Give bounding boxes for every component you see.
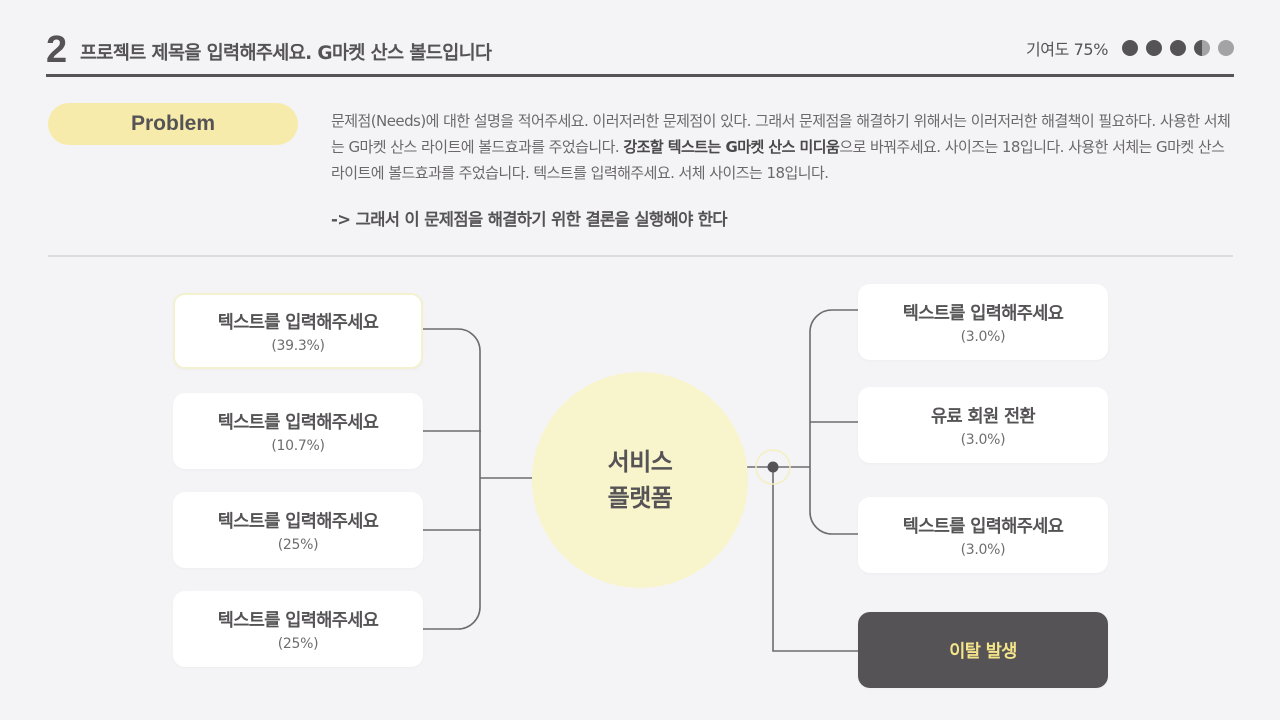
problem-text-emphasis: 강조할 텍스트는 G마켓 산스 미디움: [623, 138, 840, 156]
node-title: 유료 회원 전환: [931, 406, 1036, 427]
left-node-4: 텍스트를 입력해주세요 (25%): [173, 591, 423, 667]
center-service-platform: 서비스 플랫폼: [532, 372, 748, 588]
contribution-label: 기여도 75%: [1025, 40, 1108, 59]
churn-title: 이탈 발생: [949, 641, 1017, 662]
contribution-dot-empty-icon: [1218, 40, 1234, 56]
contribution-indicator: 기여도 75%: [1026, 36, 1234, 60]
center-title-line1: 서비스: [607, 448, 673, 476]
problem-description: 문제점(Needs)에 대한 설명을 적어주세요. 이러저러한 문제점이 있다.…: [331, 108, 1231, 186]
node-value: (25%): [277, 635, 319, 652]
center-title-line2: 플랫폼: [607, 484, 673, 512]
junction-dot-icon: [767, 461, 779, 473]
left-node-2: 텍스트를 입력해주세요 (10.7%): [173, 393, 423, 469]
node-value: (10.7%): [271, 437, 325, 454]
contribution-dot-filled-icon: [1170, 40, 1186, 56]
problem-text-after: 으로 바꿔주세요. 사이즈는 18입니다. 사용한 서체는 G마켓 산스 라이트…: [331, 138, 1225, 182]
slide-header: 2 프로젝트 제목을 입력해주세요. G마켓 산스 볼드입니다 기여도 75%: [46, 28, 1234, 78]
problem-label-pill: Problem: [48, 103, 298, 145]
right-node-1: 텍스트를 입력해주세요 (3.0%): [858, 284, 1108, 360]
problem-conclusion: -> 그래서 이 문제점을 해결하기 위한 결론을 실행해야 한다: [331, 210, 728, 229]
node-title: 텍스트를 입력해주세요: [217, 511, 379, 532]
contribution-dot-half-icon: [1194, 40, 1210, 56]
node-title: 텍스트를 입력해주세요: [902, 303, 1064, 324]
churn-node: 이탈 발생: [858, 612, 1108, 688]
node-title: 텍스트를 입력해주세요: [217, 412, 379, 433]
node-value: (25%): [277, 536, 319, 553]
node-title: 텍스트를 입력해주세요: [217, 312, 379, 333]
page-title: 프로젝트 제목을 입력해주세요. G마켓 산스 볼드입니다: [80, 43, 492, 64]
right-node-3: 텍스트를 입력해주세요 (3.0%): [858, 497, 1108, 573]
junction-halo-icon: [755, 449, 791, 485]
problem-text-before: 문제점(Needs)에 대한 설명을 적어주세요. 이러저러한 문제점이 있다.…: [331, 112, 1231, 156]
node-title: 텍스트를 입력해주세요: [902, 516, 1064, 537]
node-title: 텍스트를 입력해주세요: [217, 610, 379, 631]
contribution-dot-filled-icon: [1122, 40, 1138, 56]
header-divider: [46, 74, 1234, 77]
node-value: (3.0%): [960, 541, 1006, 558]
node-value: (3.0%): [960, 328, 1006, 345]
node-value: (3.0%): [960, 431, 1006, 448]
left-node-1: 텍스트를 입력해주세요 (39.3%): [173, 293, 423, 369]
left-node-3: 텍스트를 입력해주세요 (25%): [173, 492, 423, 568]
right-node-paid-conversion: 유료 회원 전환 (3.0%): [858, 387, 1108, 463]
contribution-dot-filled-icon: [1146, 40, 1162, 56]
section-number: 2: [46, 29, 68, 71]
node-value: (39.3%): [271, 337, 325, 354]
section-divider: [48, 255, 1233, 257]
